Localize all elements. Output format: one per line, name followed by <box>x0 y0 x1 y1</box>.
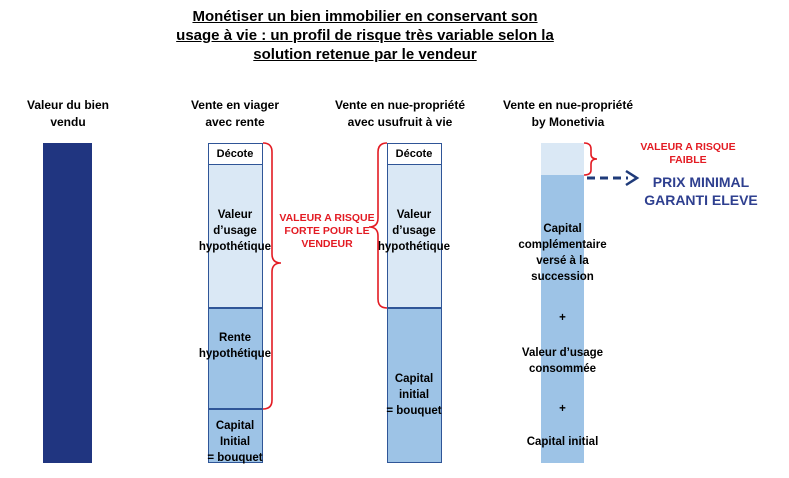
label-line: Valeur <box>396 209 432 221</box>
column-header-monetivia: Vente en nue-propriété by Monetivia <box>483 97 653 131</box>
title-line-3: solution retenue par le vendeur <box>253 46 477 63</box>
annotation-line: GARANTI ELEVE <box>644 192 758 208</box>
label-capital-initial-monetivia: Capital initial <box>526 436 599 448</box>
column-header-line: avec usufruit à vie <box>347 115 453 129</box>
column-header-line: avec rente <box>205 115 265 129</box>
label-valeur-usage-consommee: Valeur d’usage consommée <box>497 345 628 377</box>
segment-decote-nue <box>387 143 442 165</box>
plus-sign: + <box>559 403 566 415</box>
title-line-2: usage à vie : un profil de risque très v… <box>176 27 554 44</box>
column-header-line: by Monetivia <box>531 115 605 129</box>
label-line: Initial <box>219 436 251 448</box>
label-line: Valeur <box>217 209 253 221</box>
label-line: complémentaire <box>518 239 607 251</box>
label-valeur-usage-nue: Valeur d’usage hypothétique <box>359 207 469 255</box>
column-header-viager: Vente en viager avec rente <box>165 97 305 131</box>
title-line-1: Monétiser un bien immobilier en conserva… <box>192 8 538 25</box>
segment-valeur-usage-nue <box>387 165 442 308</box>
column-header-line: Vente en nue-propriété <box>502 98 634 112</box>
label-line: hypothétique <box>198 241 272 253</box>
segment-capital-monetivia <box>541 175 584 463</box>
column-header-valeur-bien: Valeur du bien vendu <box>8 97 128 131</box>
label-line: hypothétique <box>377 241 451 253</box>
column-header-nue-propriete: Vente en nue-propriété avec usufruit à v… <box>315 97 485 131</box>
segment-capital-nue <box>387 308 442 463</box>
label-decote-nue: Décote <box>395 148 433 160</box>
annotation-line: VALEUR A RISQUE <box>279 212 375 224</box>
annotation-line: FORTE POUR LE <box>284 225 370 237</box>
annotation-risque-forte: VALEUR A RISQUE FORTE POUR LE VENDEUR <box>272 212 382 251</box>
annotation-line: VENDEUR <box>301 238 353 250</box>
label-capital-nue: Capital initial = bouquet <box>359 371 469 419</box>
label-line: hypothétique <box>198 348 272 360</box>
label-line: d’usage <box>392 225 436 237</box>
label-line: Capital <box>543 223 582 235</box>
label-rente-viager: Rente hypothétique <box>180 330 290 362</box>
segment-rente-viager <box>208 308 263 409</box>
label-line: Capital <box>394 373 434 385</box>
annotation-line: PRIX MINIMAL <box>652 174 750 190</box>
label-line: Valeur d’usage <box>521 347 604 359</box>
column-header-line: Vente en viager <box>190 98 280 112</box>
label-decote-viager: Décote <box>216 148 254 160</box>
segment-risque-faible-monetivia <box>541 143 584 175</box>
annotation-prix-minimal: PRIX MINIMAL GARANTI ELEVE <box>632 173 770 209</box>
label-line: succession <box>531 271 594 283</box>
brace-nue-propriete <box>368 142 388 309</box>
bar-valeur-bien <box>43 143 92 463</box>
label-line: consommée <box>528 363 597 375</box>
column-header-line: Vente en nue-propriété <box>334 98 466 112</box>
label-line: Rente <box>219 332 251 344</box>
column-header-line: vendu <box>50 115 86 129</box>
segment-capital-viager <box>208 409 263 463</box>
annotation-line: VALEUR A RISQUE <box>640 141 736 153</box>
annotation-risque-faible: VALEUR A RISQUE FAIBLE <box>632 141 744 167</box>
segment-decote-viager <box>208 143 263 165</box>
label-line: initial <box>398 389 430 401</box>
label-valeur-usage-viager: Valeur d’usage hypothétique <box>180 207 290 255</box>
label-line: = bouquet <box>386 405 442 417</box>
annotation-line: FAIBLE <box>669 154 707 166</box>
brace-monetivia <box>583 142 598 176</box>
page-title: Monétiser un bien immobilier en conserva… <box>150 7 580 64</box>
label-line: d’usage <box>213 225 257 237</box>
label-line: = bouquet <box>207 452 263 464</box>
label-capital-viager: Capital Initial = bouquet <box>180 418 290 466</box>
arrow-head-icon <box>625 169 640 187</box>
label-capital-complementaire: Capital complémentaire versé à la succes… <box>497 221 628 285</box>
label-line: Capital <box>215 420 255 432</box>
column-header-line: Valeur du bien <box>26 98 110 112</box>
plus-sign: + <box>559 312 566 324</box>
label-line: versé à la <box>536 255 589 267</box>
segment-valeur-usage-viager <box>208 165 263 308</box>
brace-viager <box>262 142 282 410</box>
